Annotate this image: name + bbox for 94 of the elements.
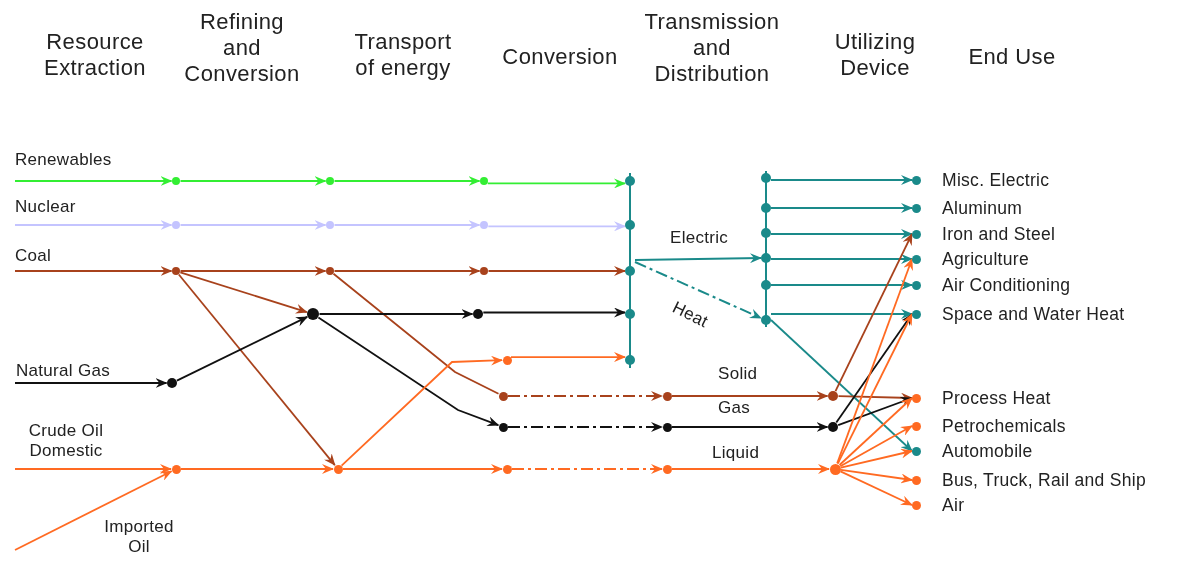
column-heading: Conversion [501, 44, 619, 70]
junction-dot [473, 309, 483, 319]
flow-arrow [177, 273, 336, 466]
junction-dot [662, 464, 672, 474]
flow-arrow [634, 253, 762, 264]
flow-arrow [840, 468, 913, 484]
end-use-label: Process Heat [942, 387, 1051, 409]
junction-dot [662, 391, 672, 401]
flow-arrow [14, 470, 173, 551]
end-use-label: Petrochemicals [942, 415, 1066, 437]
distribution-bus [761, 171, 771, 327]
flow-arrow [487, 221, 626, 232]
end-use-label: Bus, Truck, Rail and Ship [942, 469, 1146, 491]
flow-arrow [835, 313, 913, 424]
column-heading: End Use [967, 44, 1057, 70]
flow-arrow [634, 261, 762, 319]
flow-arrow [176, 316, 309, 382]
flow-arrow [838, 397, 913, 466]
end-use-label: Misc. Electric [942, 169, 1050, 191]
flow-arrow [836, 313, 913, 465]
junction-dot [307, 308, 319, 320]
junction-dot [498, 391, 508, 401]
end-use-label: Air [942, 494, 965, 516]
flow-arrow [770, 319, 913, 452]
junction-dot [480, 177, 488, 185]
flow-arrow [179, 266, 327, 276]
flow-arrow [770, 229, 913, 239]
junction-dot [172, 267, 180, 275]
flow-arrow [333, 266, 481, 276]
flow-arrow [14, 266, 173, 276]
flow-arrow [179, 271, 308, 314]
flow-arrow [836, 258, 913, 465]
junction-dot [502, 355, 512, 365]
flow-arrow [333, 220, 481, 230]
junction-dot [326, 221, 334, 229]
junction-dot [828, 391, 838, 401]
flow-arrow [511, 464, 663, 474]
end-use-label: Iron and Steel [942, 223, 1056, 245]
flow-arrow [770, 254, 913, 264]
flow-arrow [317, 316, 500, 427]
end-use-label: Air Conditioning [942, 274, 1071, 296]
flow-arrow [486, 178, 626, 189]
junction-dot [172, 177, 180, 185]
end-use-label: Aluminum [942, 197, 1023, 219]
column-heading: Utilizing Device [833, 29, 917, 81]
flow-arrow [482, 307, 626, 318]
junction-dot [828, 422, 838, 432]
flow-arrow [507, 391, 663, 401]
flow-arrow [507, 422, 663, 432]
junction-dot [829, 463, 841, 475]
column-heading: Resource Extraction [43, 29, 147, 81]
flow-arrow [318, 309, 474, 319]
junction-dot [326, 267, 334, 275]
flow-arrow [333, 176, 481, 186]
junction-dot [171, 464, 181, 474]
junction-dot [167, 378, 177, 388]
flow-arrow [14, 176, 173, 186]
flow-arrow [840, 448, 913, 469]
column-heading: Transport of energy [353, 29, 453, 81]
end-use-label: Agriculture [942, 248, 1029, 270]
flow-arrow [770, 309, 913, 319]
flow-arrow [837, 397, 913, 427]
junction-dot [480, 221, 488, 229]
junction-dot [333, 464, 343, 474]
flow-arrow [487, 266, 626, 276]
flow-arrow [342, 464, 503, 474]
flow-arrow [839, 470, 913, 506]
flow-arrow [510, 352, 626, 363]
flow-arrow [14, 378, 168, 388]
end-use-label: Space and Water Heat [942, 303, 1125, 325]
flow-arrow [770, 175, 913, 185]
flow-arrow [340, 355, 503, 467]
flow-arrow [671, 422, 829, 432]
flow-arrow [834, 233, 913, 392]
flow-arrow [180, 464, 334, 474]
distribution-bus [625, 173, 635, 368]
flow-arrow [839, 425, 913, 468]
flow-arrow [14, 220, 173, 230]
junction-dot [498, 422, 508, 432]
column-heading: Refining and Conversion [183, 9, 301, 87]
junction-dot [326, 177, 334, 185]
flow-arrow [179, 220, 327, 230]
flow-arrow [14, 464, 172, 474]
junction-dot [172, 221, 180, 229]
junction-dot [502, 464, 512, 474]
flow-arrow [671, 464, 830, 474]
junction-dot [662, 422, 672, 432]
flow-arrow [179, 176, 327, 186]
column-heading: Transmission and Distribution [643, 9, 781, 87]
junction-dot [480, 267, 488, 275]
flow-arrow [770, 280, 913, 290]
end-use-label: Automobile [942, 440, 1033, 462]
flow-arrow [671, 391, 829, 401]
flow-arrow [770, 203, 913, 213]
